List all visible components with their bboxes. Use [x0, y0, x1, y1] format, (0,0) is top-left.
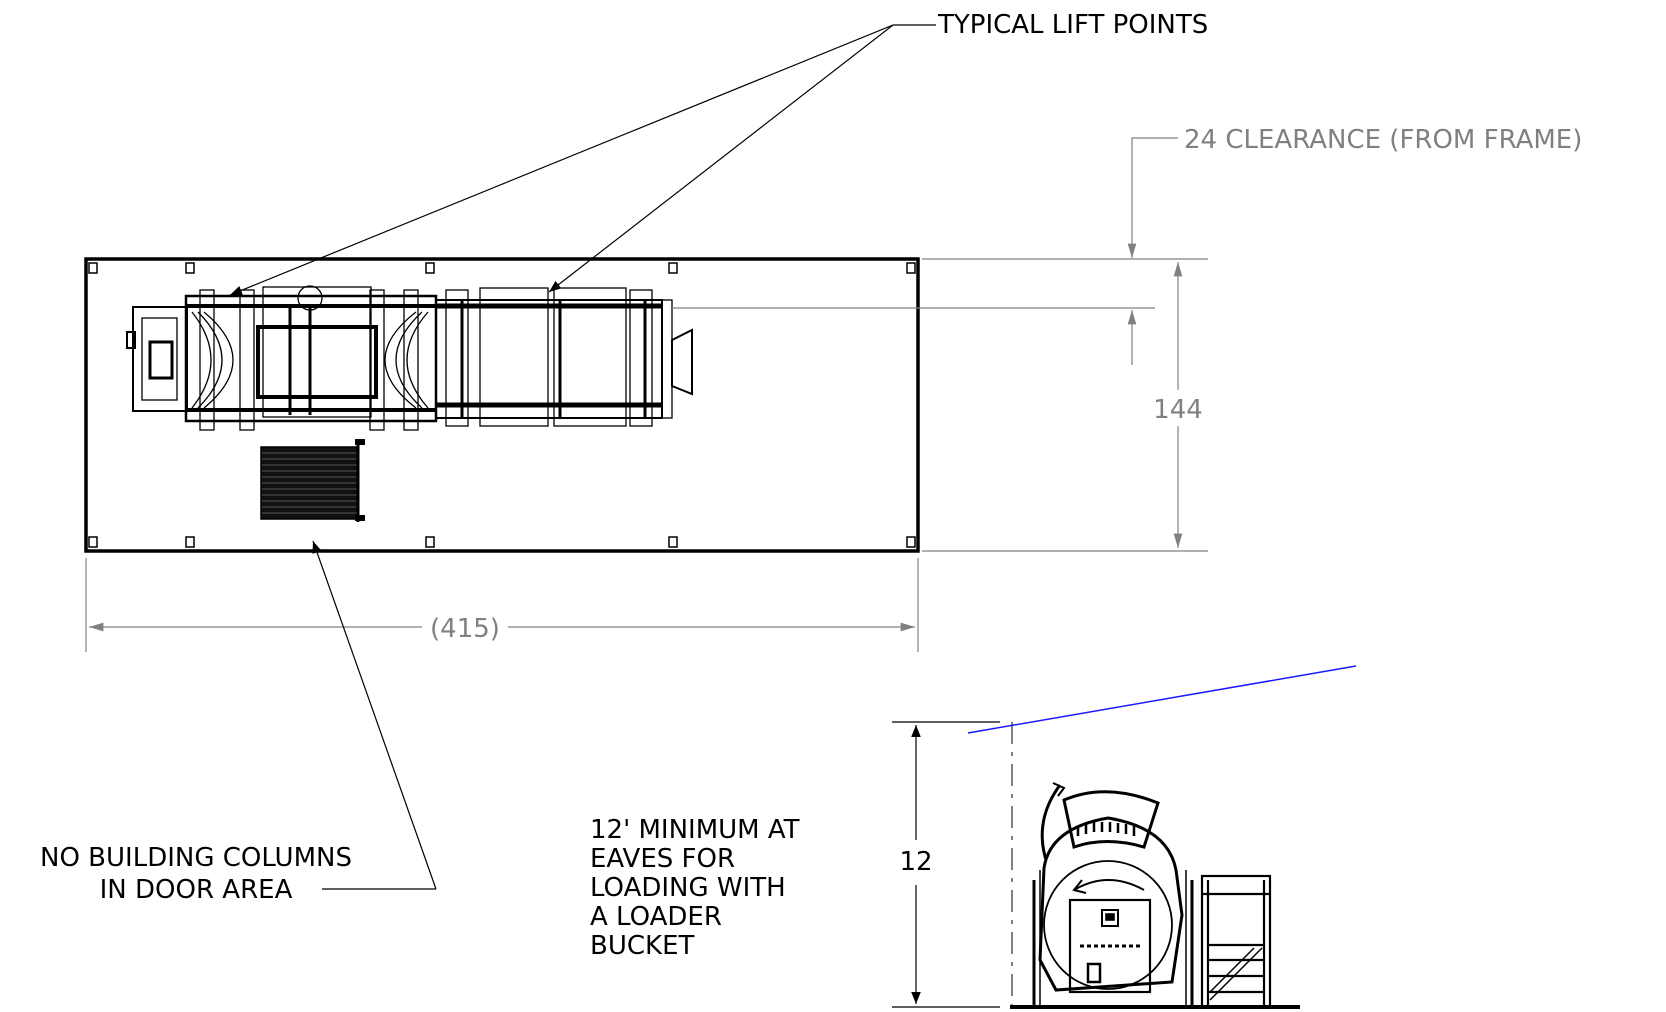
stair-elevation	[1200, 874, 1272, 1009]
plan-view	[84, 257, 1155, 553]
columns-note-line1: NO BUILDING COLUMNS	[40, 843, 352, 873]
eaves-note-line2: EAVES FOR	[590, 844, 735, 874]
columns-note: NO BUILDING COLUMNS IN DOOR AREA	[40, 540, 437, 905]
lift-points-leader: TYPICAL LIFT POINTS	[229, 10, 1208, 296]
frame-lift-squares	[88, 262, 916, 548]
length-dimension: (415)	[85, 558, 919, 652]
eaves-note-line4: A LOADER	[590, 902, 722, 932]
clearance-dimension: 24 CLEARANCE (FROM FRAME)	[1127, 125, 1582, 365]
width-dim-value: 144	[1153, 395, 1203, 425]
base-frame	[84, 257, 920, 553]
machine-plan	[126, 285, 693, 431]
machine-elevation	[1010, 782, 1300, 1009]
roof-line	[967, 665, 1357, 734]
eaves-note-line1: 12' MINIMUM AT	[590, 815, 800, 845]
eaves-note-line5: BUCKET	[590, 931, 694, 961]
length-dim-value: (415)	[430, 614, 500, 644]
lift-points-label: TYPICAL LIFT POINTS	[937, 10, 1208, 40]
columns-note-line2: IN DOOR AREA	[100, 875, 293, 905]
height-dimension: 12	[892, 721, 1013, 1008]
eaves-note: 12' MINIMUM AT EAVES FOR LOADING WITH A …	[590, 815, 800, 961]
stair-plan	[260, 439, 365, 522]
clearance-label: 24 CLEARANCE (FROM FRAME)	[1184, 125, 1582, 155]
height-dim-value: 12	[899, 847, 932, 877]
eaves-note-line3: LOADING WITH	[590, 873, 786, 903]
width-dimension: 144	[922, 258, 1208, 552]
